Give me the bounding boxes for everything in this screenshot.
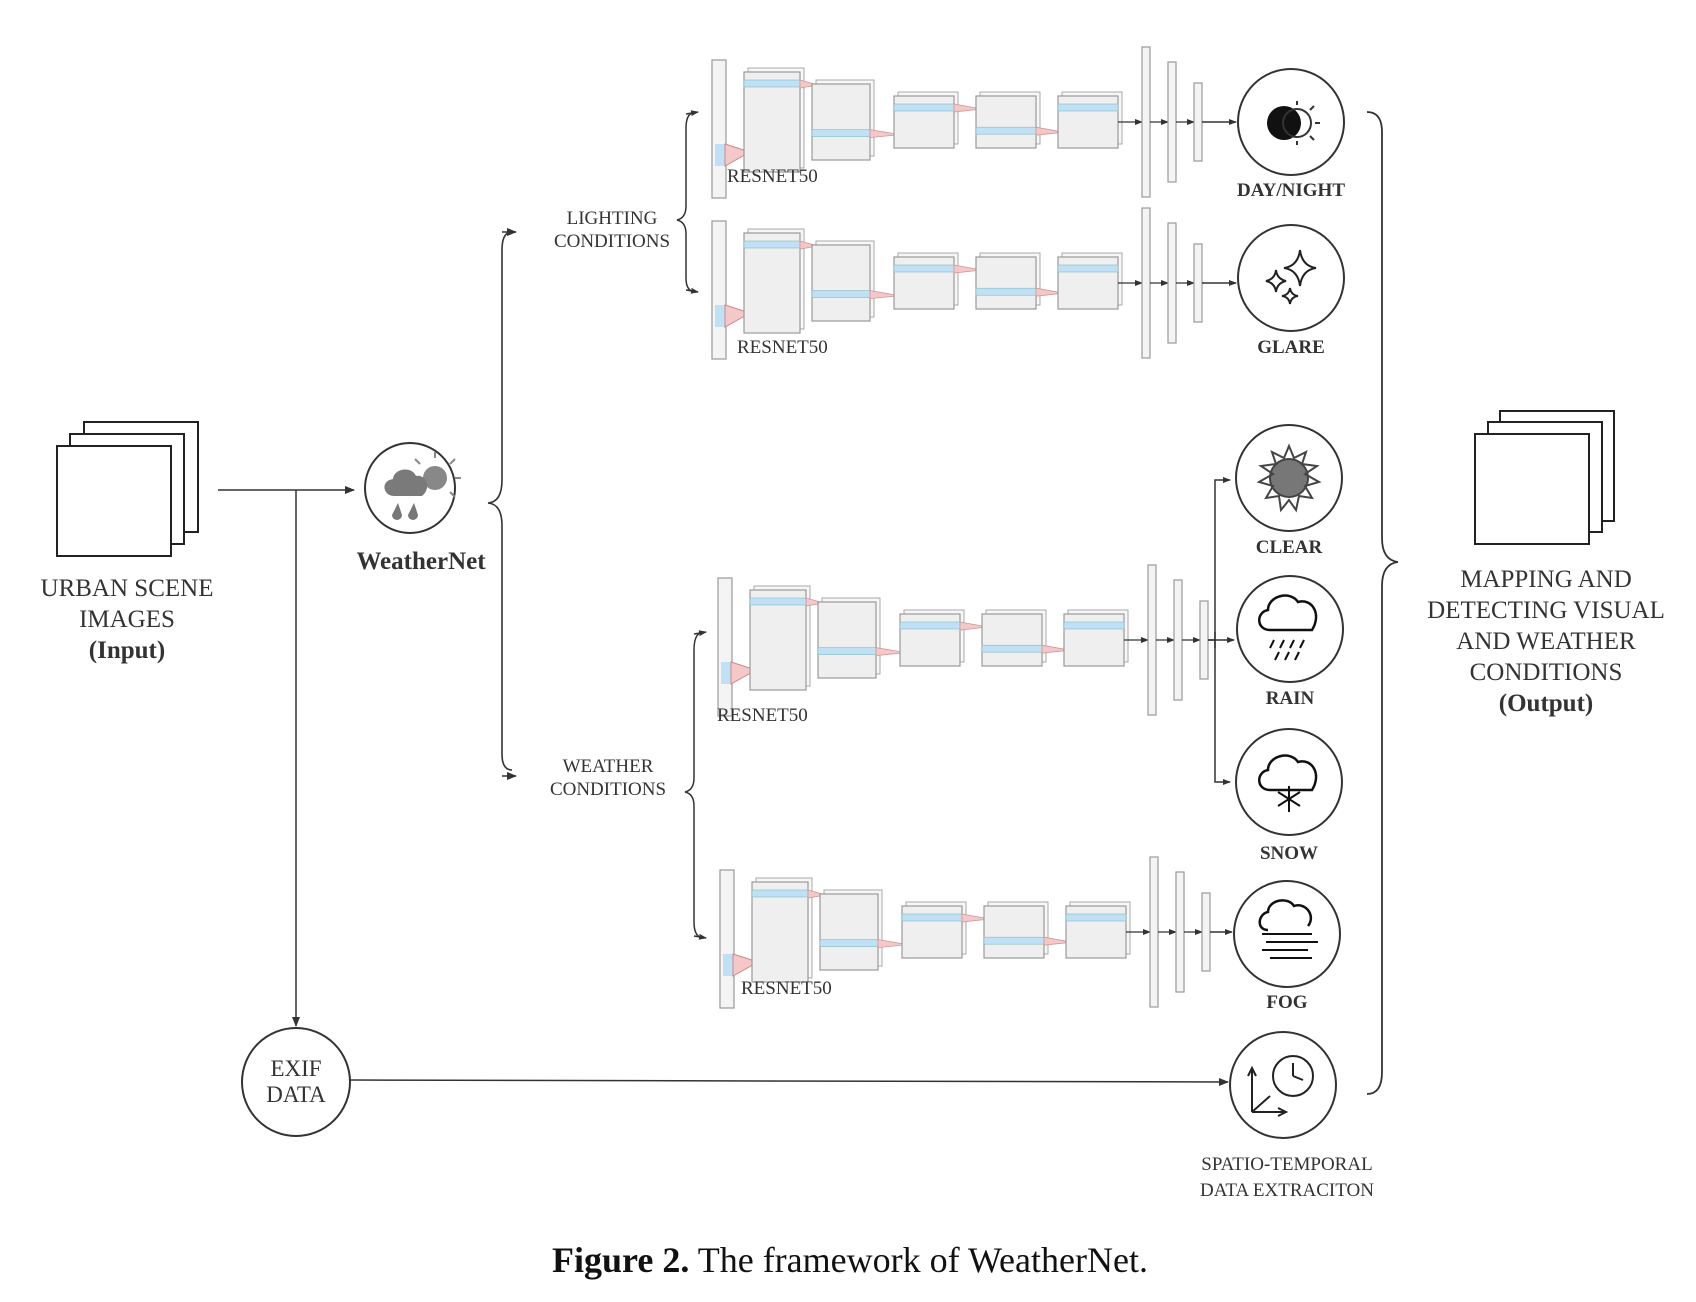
input-slab	[717, 577, 733, 717]
conv-block	[983, 905, 1045, 959]
resnet50-net-daynight	[711, 46, 1237, 199]
weather-brace	[684, 631, 705, 939]
snow-node	[1235, 728, 1343, 836]
resnet-label-glare: RESNET50	[737, 337, 828, 358]
day-night-icon	[1267, 101, 1320, 145]
input-images-icon	[56, 421, 199, 557]
conv-block	[751, 881, 809, 983]
conv-block	[819, 893, 879, 971]
conv-block	[975, 95, 1037, 149]
fc-layer	[1147, 564, 1157, 716]
glare-node	[1237, 224, 1345, 332]
caption-text: The framework of WeatherNet.	[689, 1240, 1148, 1280]
fc-layer	[1141, 207, 1151, 359]
conv-block	[743, 232, 801, 334]
lighting-label-line2: CONDITIONS	[554, 231, 670, 252]
conv-block	[743, 71, 801, 173]
sun-icon	[1256, 443, 1322, 513]
fc-layer	[1201, 892, 1211, 972]
conv-block	[811, 244, 871, 322]
resnet50-net-fog	[719, 856, 1233, 1009]
resnet50-net-glare	[711, 207, 1237, 360]
input-label-line2: IMAGES	[79, 606, 175, 633]
figure-caption: Figure 2. The framework of WeatherNet.	[552, 1240, 1148, 1280]
exif-label-line1: EXIF	[270, 1056, 321, 1081]
weather-label-line1: WEATHER	[563, 756, 654, 777]
axes-clock-icon	[1247, 1055, 1314, 1117]
fc-layer	[1141, 46, 1151, 198]
output-label-line2: DETECTING VISUAL	[1427, 597, 1665, 624]
output-clear-label: CLEAR	[1256, 537, 1323, 558]
resnet-label-daynight: RESNET50	[727, 166, 818, 187]
lighting-label-line1: LIGHTING	[567, 208, 658, 229]
arrow-exif-to-spatio	[349, 1077, 1229, 1086]
conv-block	[749, 589, 807, 691]
caption-label: Figure 2.	[552, 1240, 689, 1280]
output-snow-label: SNOW	[1260, 843, 1318, 864]
spatio-label-line1: SPATIO-TEMPORAL	[1201, 1154, 1372, 1175]
weathernet-split-brace	[487, 231, 513, 771]
resnet50-net-clear-rain-snow	[717, 564, 1235, 717]
fc-layer	[1193, 82, 1203, 162]
sparkles-icon	[1265, 249, 1317, 305]
resnet-label-fog: RESNET50	[741, 978, 832, 999]
spatio-temporal-node	[1229, 1031, 1337, 1139]
lighting-brace	[676, 111, 697, 293]
fc-layer	[1175, 871, 1185, 993]
arrow-to-clear	[1208, 477, 1231, 641]
input-slab	[711, 220, 727, 360]
arrow-to-multiclass-net	[693, 630, 707, 637]
fc-layer	[1149, 856, 1159, 1008]
rain-cloud-icon	[1258, 594, 1318, 661]
fc-layer	[1193, 243, 1203, 323]
fog-cloud-icon	[1258, 899, 1318, 959]
exif-label-line2: DATA	[266, 1082, 326, 1107]
output-brace	[1366, 111, 1399, 1095]
output-glare-label: GLARE	[1257, 337, 1325, 358]
input-slab	[719, 869, 735, 1009]
output-daynight-label: DAY/NIGHT	[1237, 180, 1345, 201]
weather-label-line2: CONDITIONS	[550, 779, 666, 800]
fc-layer	[1173, 579, 1183, 701]
input-label-line3: (Input)	[89, 637, 165, 664]
conv-block	[811, 83, 871, 161]
output-rain-label: RAIN	[1266, 688, 1315, 709]
output-images-icon	[1474, 410, 1615, 545]
weathernet-label: WeatherNet	[356, 548, 486, 575]
conv-block	[981, 613, 1043, 667]
output-label-tag: (Output)	[1499, 690, 1593, 717]
arrow-to-daynight-net	[685, 110, 699, 117]
output-label-line1: MAPPING AND	[1460, 566, 1632, 593]
output-label-line3: AND WEATHER	[1456, 628, 1636, 655]
arrow-to-snow	[1214, 640, 1231, 785]
weather-cloud-icon	[384, 452, 461, 520]
resnet-label-multiclass: RESNET50	[717, 705, 808, 726]
conv-block	[817, 601, 877, 679]
arrow-to-fog-net	[693, 933, 707, 940]
snow-cloud-icon	[1258, 754, 1318, 812]
input-label-line1: URBAN SCENE	[41, 575, 214, 602]
fc-layer	[1167, 61, 1177, 183]
input-slab	[711, 59, 727, 199]
exif-data-node	[241, 1027, 351, 1137]
arrow-to-glare-net	[685, 287, 699, 294]
output-label-line4: CONDITIONS	[1470, 659, 1623, 686]
output-fog-label: FOG	[1266, 992, 1307, 1013]
fc-layer	[1199, 600, 1209, 680]
fc-layer	[1167, 222, 1177, 344]
spatio-label-line2: DATA EXTRACITON	[1200, 1180, 1374, 1201]
conv-block	[975, 256, 1037, 310]
